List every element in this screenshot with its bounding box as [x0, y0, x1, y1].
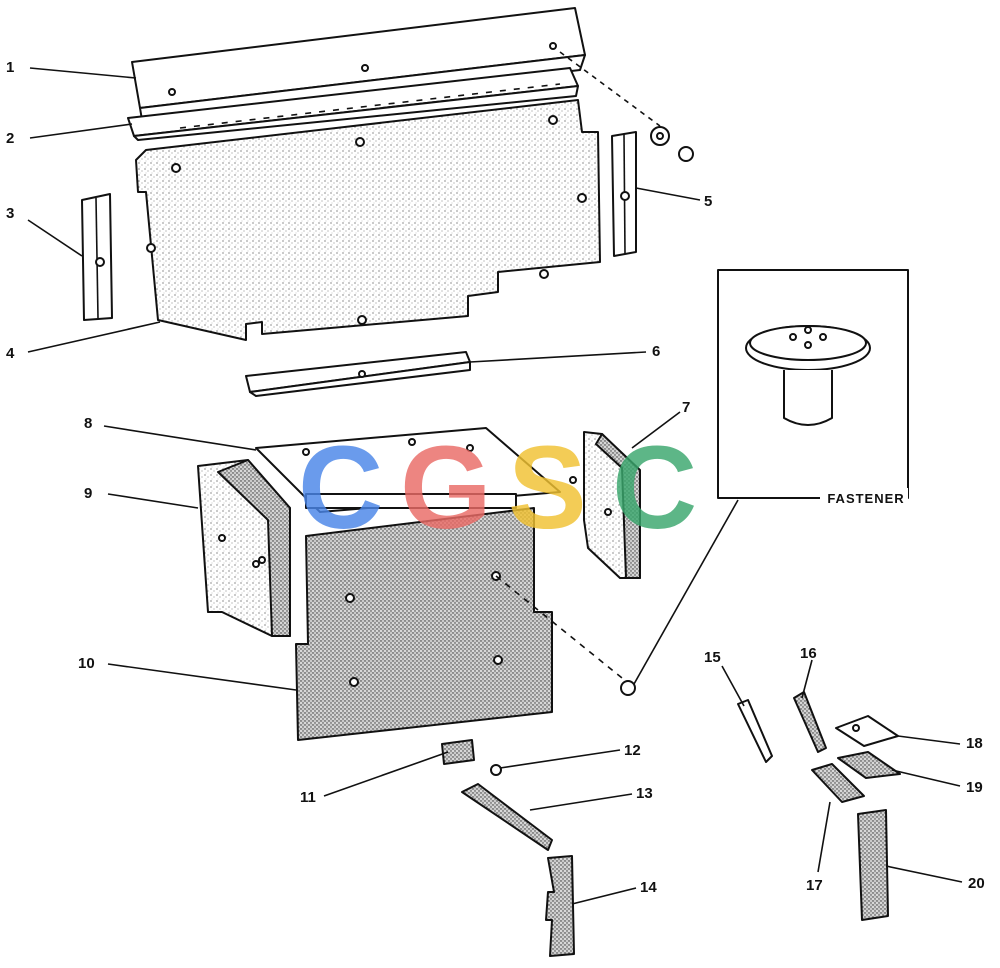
callout-4: 4 [6, 345, 15, 362]
part-20-strip [857, 809, 889, 921]
callout-7: 7 [682, 399, 690, 416]
screw-washer [559, 51, 694, 162]
callout-labels: 1 2 3 4 5 6 7 8 9 10 11 12 13 14 15 16 1… [6, 59, 985, 896]
part-9-left-block [197, 459, 291, 637]
watermark-letter-2: G [400, 422, 492, 554]
watermark-letter-4: C [612, 422, 697, 554]
callout-18: 18 [966, 735, 983, 752]
callout-14: 14 [640, 879, 657, 896]
callout-6: 6 [652, 343, 660, 360]
callout-17: 17 [806, 877, 823, 894]
callout-1: 1 [6, 59, 14, 76]
part-12-nut [490, 764, 502, 776]
part-3-left-post [81, 193, 113, 321]
callout-3: 3 [6, 205, 14, 222]
watermark: C G S C [298, 422, 697, 554]
part-4-rear-panel [135, 99, 601, 341]
part-8-top-plate [255, 427, 561, 513]
callout-9: 9 [84, 485, 92, 502]
callout-15: 15 [704, 649, 721, 666]
callout-8: 8 [84, 415, 92, 432]
part-13-strip [461, 783, 553, 851]
part-5-right-post [611, 131, 637, 257]
callout-10: 10 [78, 655, 95, 672]
part-19-pad [837, 751, 901, 779]
part-18-plate [835, 715, 899, 747]
part-2-channel-strip [127, 67, 579, 141]
callout-5: 5 [704, 193, 712, 210]
callout-20: 20 [968, 875, 985, 892]
part-10-front-panel [295, 507, 623, 741]
fastener-inset: FASTENER [717, 269, 909, 506]
callout-19: 19 [966, 779, 983, 796]
watermark-letter-1: C [298, 422, 383, 554]
callout-16: 16 [800, 645, 817, 662]
part-15-clip [737, 699, 773, 763]
part-14-strip [545, 855, 575, 957]
part-16-clip [793, 691, 827, 753]
part-7-right-block [569, 431, 641, 579]
callout-11: 11 [300, 789, 316, 806]
leader-lines [27, 67, 963, 905]
callout-2: 2 [6, 130, 14, 147]
part-11-bracket [441, 739, 475, 765]
callout-12: 12 [624, 742, 641, 759]
watermark-letter-3: S [508, 422, 587, 554]
callout-13: 13 [636, 785, 653, 802]
part-17-pad [811, 763, 865, 803]
fastener-inset-title: FASTENER [827, 491, 904, 506]
part-6-bottom-strip [245, 351, 471, 397]
fastener-screw [620, 499, 739, 696]
